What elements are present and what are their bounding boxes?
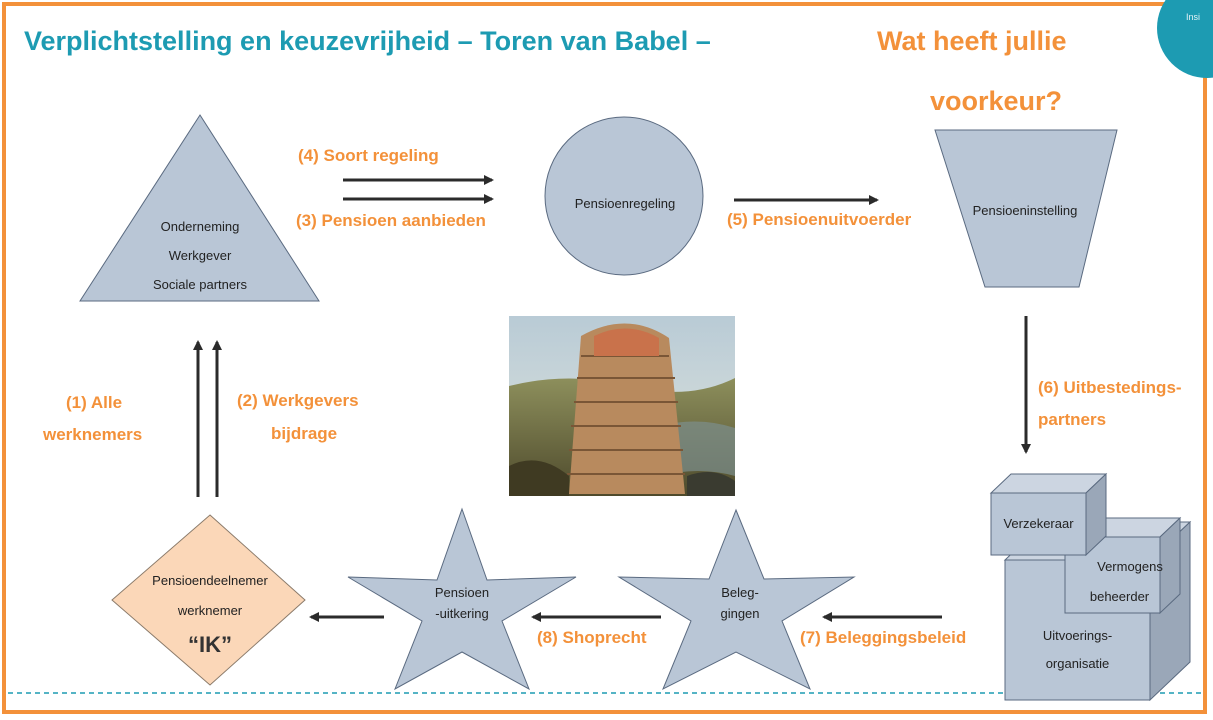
slide-title-question-end: voorkeur?	[930, 86, 1063, 116]
box-vermogensbeheerder	[1063, 516, 1182, 615]
box-verzekeraar-label: Verzekeraar	[1003, 516, 1074, 531]
diamond-label-werknemer: werknemer	[177, 603, 243, 618]
label-8: (8) Shoprecht	[537, 628, 647, 647]
box-uitvoerings-label-line2: organisatie	[1045, 656, 1110, 671]
diamond-label-deelnemer: Pensioendeelnemer	[152, 573, 268, 588]
triangle-label-sociale-partners: Sociale partners	[153, 277, 247, 292]
box-vermogens-label-line1: Vermogens	[1097, 559, 1163, 574]
circle-label: Pensioenregeling	[574, 196, 676, 211]
label-5: (5) Pensioenuitvoerder	[727, 210, 912, 229]
label-4: (4) Soort regeling	[298, 146, 439, 165]
triangle-label-werkgever: Werkgever	[168, 248, 232, 263]
box-uitvoerings-label-line1: Uitvoerings-	[1042, 628, 1113, 643]
diamond-label-ik: “IK”	[188, 632, 232, 657]
trapezoid-label: Pensioeninstelling	[972, 203, 1078, 218]
star-uitkering-line2: -uitkering	[435, 606, 489, 621]
label-1-line2: werknemers	[43, 425, 143, 444]
slide-title-question: Wat heeft jullie	[877, 26, 1067, 56]
label-1-line1: (1) Alle	[66, 393, 123, 412]
slide-title: Verplichtstelling en keuzevrijheid – Tor…	[24, 26, 711, 56]
label-7: (7) Beleggingsbeleid	[800, 628, 967, 647]
star-beleggingen-line2: gingen	[720, 606, 760, 621]
label-2-line2: bijdrage	[271, 424, 338, 443]
triangle-label-onderneming: Onderneming	[160, 219, 240, 234]
label-3: (3) Pensioen aanbieden	[296, 211, 486, 230]
label-6-line1: (6) Uitbestedings-	[1038, 378, 1182, 397]
box-vermogens-label-line2: beheerder	[1089, 589, 1150, 604]
label-2-line1: (2) Werkgevers	[237, 391, 359, 410]
circle-pensioenregeling	[544, 116, 704, 276]
trapezoid-pensioeninstelling	[934, 129, 1118, 288]
tower-of-babel-painting	[509, 316, 735, 496]
triangle-onderneming	[79, 114, 320, 302]
star-beleggingen	[617, 508, 856, 691]
diamond-pensioendeelnemer	[111, 514, 306, 686]
star-beleggingen-line1: Beleg-	[721, 585, 759, 600]
corner-text: Insi	[1186, 12, 1201, 22]
star-uitkering-line1: Pensioen	[434, 585, 490, 600]
box-verzekeraar	[989, 472, 1108, 557]
corner-circle-decoration	[1157, 0, 1213, 78]
star-pensioen-uitkering	[347, 507, 577, 691]
label-6-line2: partners	[1038, 410, 1107, 429]
